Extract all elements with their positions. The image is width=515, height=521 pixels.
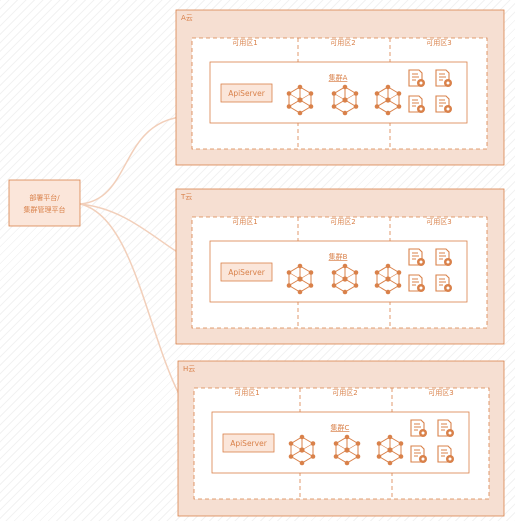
cloud-h-zone-3: 可用区3 xyxy=(428,389,453,397)
cluster-a-title: 集群A xyxy=(329,73,348,82)
cluster-b-title: 集群B xyxy=(329,252,348,261)
deploy-platform-label-line1: 部署平台/ xyxy=(29,193,60,202)
deploy-platform-box: 部署平台/ 集群管理平台 xyxy=(8,179,81,227)
cluster-c-title: 集群C xyxy=(331,423,350,432)
apiserver-c-label: ApiServer xyxy=(230,439,267,448)
cloud-a-zone-1: 可用区1 xyxy=(232,39,257,47)
cloud-a-zone-3: 可用区3 xyxy=(426,39,451,47)
cloud-a-zone-2: 可用区2 xyxy=(330,39,355,47)
cloud-h-zone-1: 可用区1 xyxy=(234,389,259,397)
cloud-t: T云 可用区1 可用区2 可用区3 集群B ApiServer xyxy=(175,188,505,345)
cloud-t-zone-2: 可用区2 xyxy=(330,218,355,226)
cloud-h-zone-2: 可用区2 xyxy=(332,389,357,397)
deploy-platform-label-line2: 集群管理平台 xyxy=(24,205,66,214)
cloud-h-title: H云 xyxy=(183,365,195,373)
cloud-h: H云 可用区1 可用区2 可用区3 集群C ApiServer xyxy=(177,360,505,517)
apiserver-b-label: ApiServer xyxy=(228,268,265,277)
cloud-a: A云 可用区1 可用区2 可用区3 集群A ApiServer xyxy=(175,9,505,166)
cloud-t-zone-3: 可用区3 xyxy=(426,218,451,226)
cloud-t-title: T云 xyxy=(180,193,192,201)
apiserver-a-label: ApiServer xyxy=(228,89,265,98)
cloud-a-title: A云 xyxy=(181,14,193,22)
cloud-t-zone-1: 可用区1 xyxy=(232,218,257,226)
